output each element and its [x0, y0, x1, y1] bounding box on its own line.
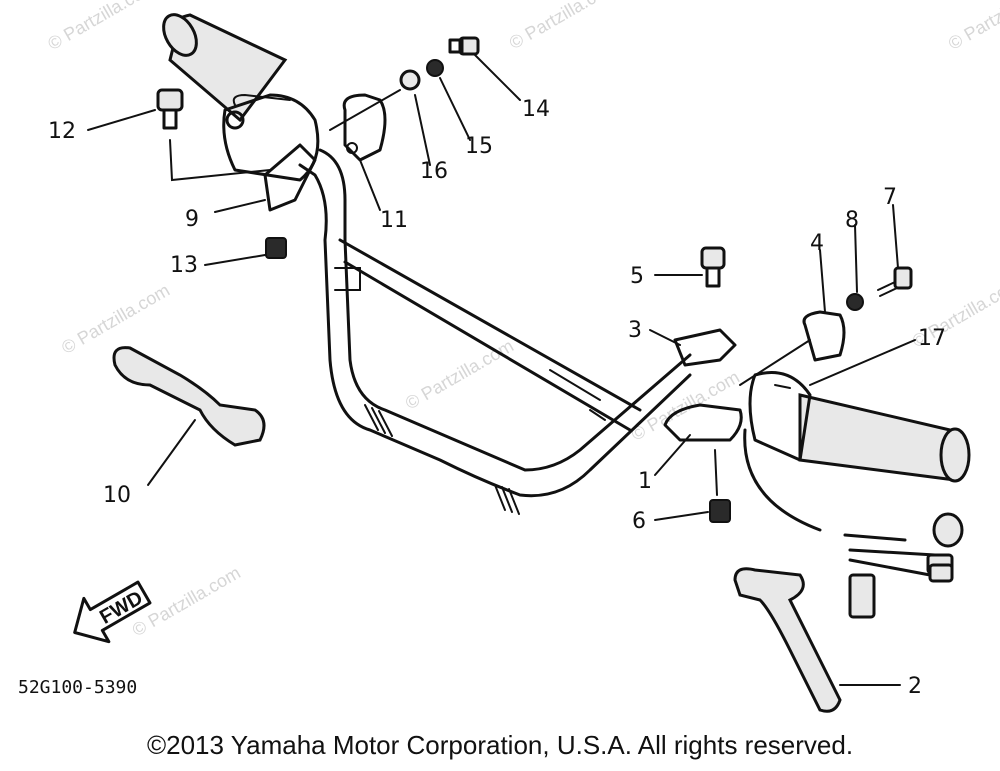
callout-2: 2 — [908, 674, 922, 699]
callout-5: 5 — [630, 264, 644, 289]
watermark: © Partzilla.com — [945, 0, 1000, 54]
part-5-bolt — [700, 246, 726, 270]
handlebar — [298, 148, 692, 515]
part-15-washer — [426, 59, 444, 77]
left-grip — [162, 13, 320, 182]
copyright-notice: ©2013 Yamaha Motor Corporation, U.S.A. A… — [146, 730, 854, 760]
callout-11: 11 — [380, 208, 408, 233]
watermark: © Partzilla.com — [506, 0, 621, 53]
watermark: © Partzilla.com — [402, 335, 517, 413]
callout-10: 10 — [103, 483, 131, 508]
callout-6: 6 — [632, 509, 646, 534]
part-13-nut — [265, 237, 287, 259]
part-12-bolt — [156, 88, 184, 130]
connector — [843, 512, 964, 619]
callout-17: 17 — [918, 326, 946, 351]
callout-1: 1 — [638, 469, 652, 494]
callout-3: 3 — [628, 318, 642, 343]
callout-14: 14 — [522, 97, 550, 122]
part-4-clamp — [802, 310, 846, 362]
callout-9: 9 — [185, 207, 199, 232]
watermark: © Partzilla.com — [129, 562, 244, 640]
diagram-code: 52G100-5390 — [18, 677, 137, 698]
switch-wire — [743, 428, 822, 532]
right-grip — [748, 371, 971, 483]
part-16-washer — [399, 69, 421, 91]
watermark: © Partzilla.com — [44, 0, 159, 54]
fwd-arrow: FWD — [73, 580, 152, 644]
callout-7: 7 — [883, 185, 897, 210]
part-9-bracket — [263, 143, 317, 212]
part-14-bolt — [448, 36, 480, 56]
callout-15: 15 — [465, 134, 493, 159]
leader-lines — [87, 54, 916, 686]
callout-13: 13 — [170, 253, 198, 278]
callout-16: 16 — [420, 159, 448, 184]
callout-8: 8 — [845, 208, 859, 233]
part-11-clamp — [342, 93, 387, 162]
part-1-holder — [663, 403, 743, 442]
watermark: © Partzilla.com — [58, 280, 173, 358]
part-7-screw — [877, 266, 913, 297]
part-3-clamp — [673, 328, 737, 367]
part-8-washer — [846, 293, 864, 311]
callout-4: 4 — [810, 231, 824, 256]
callout-12: 12 — [48, 119, 76, 144]
part-10-lever — [112, 346, 266, 447]
part-2-lever — [733, 567, 842, 713]
part-6-nut — [709, 499, 731, 523]
